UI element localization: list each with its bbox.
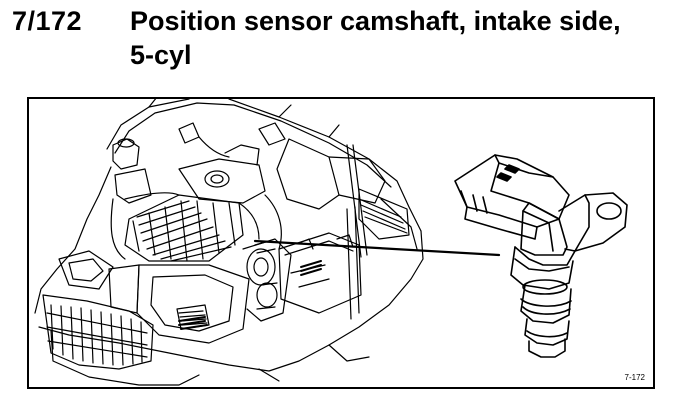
page-title: Position sensor camshaft, intake side, 5…: [130, 6, 621, 70]
figure-reference: 7-172: [624, 373, 645, 382]
leader-line: [253, 239, 501, 257]
illustration-frame: 7-172: [27, 97, 655, 389]
section-code: 7/172: [12, 6, 83, 36]
camshaft-position-sensor-icon: [454, 154, 628, 358]
engine-bay-icon: [34, 99, 424, 386]
page-heading: 7/172 Position sensor camshaft, intake s…: [12, 4, 682, 72]
illustration: [34, 99, 628, 386]
